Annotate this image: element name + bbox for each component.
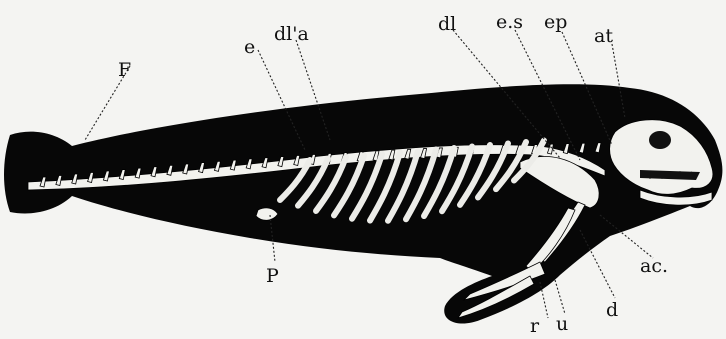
label-es: e.s — [496, 11, 523, 33]
label-u: u — [556, 313, 568, 335]
label-dl: dl — [438, 13, 456, 35]
label-ac: ac. — [640, 255, 668, 277]
label-at: at — [594, 25, 613, 47]
label-e: e — [244, 36, 255, 58]
label-r: r — [530, 315, 540, 337]
label-ep: ep — [544, 11, 567, 33]
label-d: d — [606, 299, 618, 321]
label-dla: dl'a — [274, 23, 309, 45]
label-F: F — [118, 59, 131, 81]
label-P: P — [266, 265, 279, 287]
